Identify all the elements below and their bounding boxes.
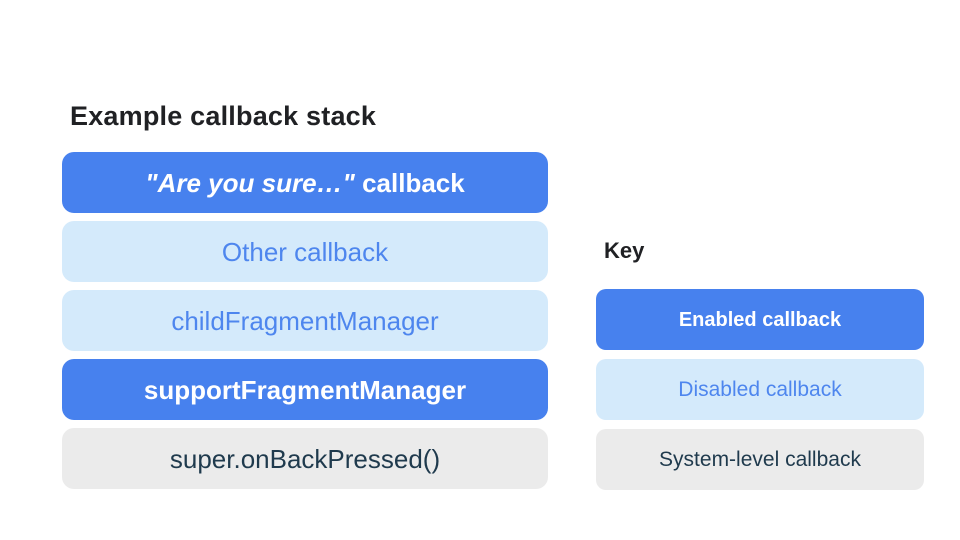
callback-stack: "Are you sure…" callback Other callback …: [62, 152, 548, 489]
key-item-disabled-callback: Disabled callback: [596, 359, 924, 420]
stack-item-quoted-text: "Are you sure…": [145, 167, 355, 198]
key-item-enabled-callback: Enabled callback: [596, 289, 924, 350]
key-legend: Enabled callback Disabled callback Syste…: [596, 289, 924, 490]
stack-item-suffix-text: callback: [354, 167, 465, 198]
key-item-system-level-callback: System-level callback: [596, 429, 924, 490]
stack-item-super-on-back-pressed: super.onBackPressed(): [62, 428, 548, 489]
stack-item-child-fragment-manager: childFragmentManager: [62, 290, 548, 351]
diagram-title: Example callback stack: [70, 101, 377, 131]
stack-item-other-callback: Other callback: [62, 221, 548, 282]
stack-item-support-fragment-manager: supportFragmentManager: [62, 359, 548, 420]
stack-item-are-you-sure-callback: "Are you sure…" callback: [62, 152, 548, 213]
key-title: Key: [604, 238, 645, 263]
